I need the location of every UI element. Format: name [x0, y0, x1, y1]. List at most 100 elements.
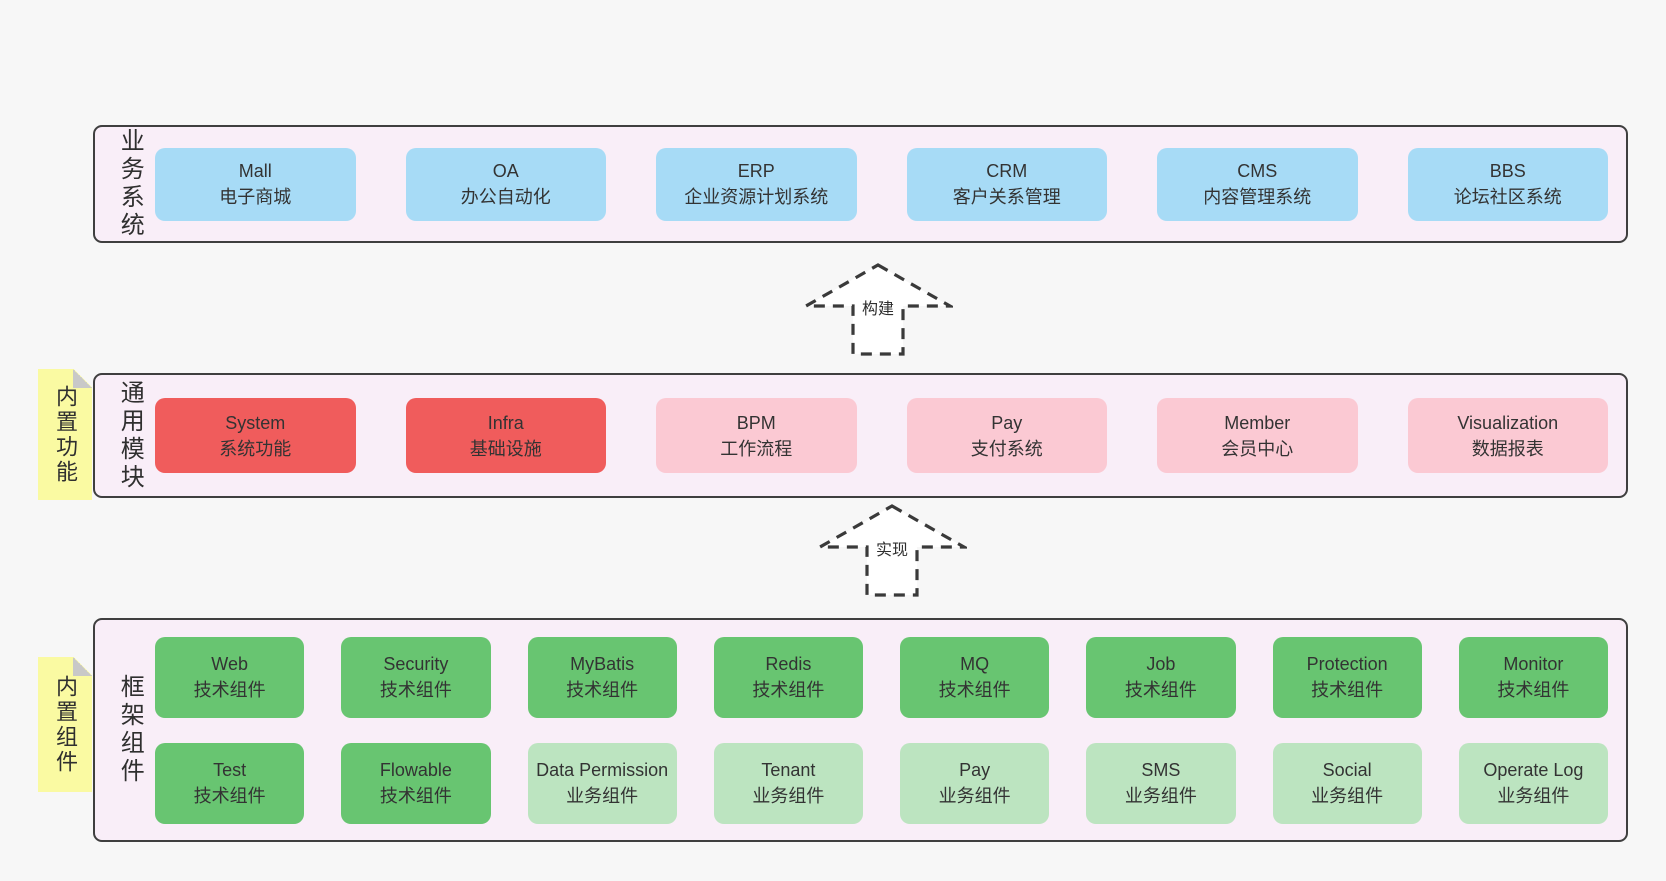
box-subtitle: 会员中心 [1221, 438, 1294, 459]
box-subtitle: 内容管理系统 [1203, 187, 1312, 207]
box-subtitle: 技术组件 [938, 680, 1011, 700]
box-title: Operate Log [1483, 760, 1584, 780]
box-monitor: Monitor 技术组件 [1458, 636, 1608, 718]
fold-corner-icon [73, 369, 92, 388]
box-bpm: BPM 工作流程 [656, 398, 857, 473]
box-title: Test [213, 760, 247, 780]
box-member: Member 会员中心 [1157, 398, 1358, 473]
box-tenant: Tenant 业务组件 [713, 742, 863, 824]
box-title: Web [211, 654, 248, 674]
box-subtitle: 业务组件 [752, 786, 825, 806]
box-subtitle: 业务组件 [1124, 786, 1197, 806]
box-operate-log: Operate Log 业务组件 [1458, 742, 1608, 824]
box-title: ERP [737, 161, 775, 181]
sticky-note-builtin-components: 内置组件 [38, 657, 92, 792]
up-block-arrow-icon [803, 263, 953, 356]
box-subtitle: 业务组件 [1311, 786, 1384, 806]
box-security: Security 技术组件 [341, 636, 491, 718]
box-subtitle: 技术组件 [379, 680, 452, 700]
box-pay-biz: Pay 业务组件 [900, 742, 1050, 824]
box-pay: Pay 支付系统 [906, 398, 1107, 473]
box-title: MyBatis [570, 654, 635, 674]
box-title: CMS [1237, 161, 1278, 181]
box-subtitle: 技术组件 [1497, 680, 1570, 700]
modules-box-grid: System 系统功能 Infra 基础设施 BPM 工作流程 Pay 支付系统… [155, 398, 1608, 473]
box-subtitle: 电子商城 [219, 187, 292, 207]
box-crm: CRM 客户关系管理 [906, 147, 1107, 221]
box-title: Flowable [379, 760, 452, 780]
sticky-note-label: 内置组件 [53, 674, 78, 775]
box-data-permission: Data Permission 业务组件 [527, 742, 677, 824]
box-subtitle: 企业资源计划系统 [684, 187, 829, 207]
box-title: Data Permission [536, 760, 669, 780]
box-redis: Redis 技术组件 [713, 636, 863, 718]
components-box-grid: Web 技术组件 Security 技术组件 MyBatis 技术组件 Redi… [155, 636, 1608, 824]
box-subtitle: 支付系统 [970, 438, 1043, 459]
box-title: System [225, 412, 286, 433]
box-title: Security [383, 654, 449, 674]
box-title: Redis [765, 654, 812, 674]
sticky-note-label: 内置功能 [53, 384, 78, 485]
box-subtitle: 基础设施 [469, 438, 542, 459]
box-subtitle: 技术组件 [193, 680, 266, 700]
box-mall: Mall 电子商城 [155, 147, 356, 221]
box-subtitle: 业务组件 [566, 786, 639, 806]
box-subtitle: 技术组件 [1124, 680, 1197, 700]
box-visualization: Visualization 数据报表 [1407, 398, 1608, 473]
box-social: Social 业务组件 [1272, 742, 1422, 824]
box-oa: OA 办公自动化 [405, 147, 606, 221]
box-bbs: BBS 论坛社区系统 [1407, 147, 1608, 221]
box-infra: Infra 基础设施 [405, 398, 606, 473]
sticky-note-builtin-features: 内置功能 [38, 369, 92, 500]
box-title: Visualization [1457, 412, 1559, 433]
layer-label: 业务系统 [116, 128, 144, 240]
box-subtitle: 技术组件 [1311, 680, 1384, 700]
box-protection: Protection 技术组件 [1272, 636, 1422, 718]
layer-framework-components: 框架组件 Web 技术组件 Security 技术组件 MyBatis 技术组件… [93, 618, 1628, 842]
box-subtitle: 技术组件 [566, 680, 639, 700]
box-title: Protection [1306, 654, 1388, 674]
box-sms: SMS 业务组件 [1086, 742, 1236, 824]
implement-arrow-icon: 实现 [817, 503, 967, 598]
build-arrow-label: 构建 [861, 301, 894, 318]
box-mybatis: MyBatis 技术组件 [527, 636, 677, 718]
box-subtitle: 客户关系管理 [952, 187, 1061, 207]
box-subtitle: 论坛社区系统 [1453, 187, 1562, 207]
layer-label: 通用模块 [116, 379, 144, 492]
box-job: Job 技术组件 [1086, 636, 1236, 718]
box-subtitle: 技术组件 [193, 786, 266, 806]
box-title: OA [492, 161, 519, 181]
box-title: Infra [487, 412, 524, 433]
box-title: Member [1224, 412, 1291, 433]
box-test: Test 技术组件 [155, 742, 305, 824]
box-title: Social [1322, 760, 1372, 780]
box-cms: CMS 内容管理系统 [1157, 147, 1358, 221]
box-title: Tenant [761, 760, 816, 780]
box-subtitle: 工作流程 [720, 438, 793, 459]
fold-corner-icon [73, 657, 92, 676]
box-title: SMS [1141, 760, 1181, 780]
business-box-grid: Mall 电子商城 OA 办公自动化 ERP 企业资源计划系统 CRM 客户关系… [155, 147, 1608, 221]
box-subtitle: 业务组件 [938, 786, 1011, 806]
box-mq: MQ 技术组件 [900, 636, 1050, 718]
layer-label: 框架组件 [116, 674, 144, 786]
box-title: Job [1146, 654, 1176, 674]
layer-common-modules: 通用模块 System 系统功能 Infra 基础设施 BPM 工作流程 Pay… [93, 373, 1628, 498]
box-subtitle: 技术组件 [379, 786, 452, 806]
box-title: CRM [986, 161, 1028, 181]
box-flowable: Flowable 技术组件 [341, 742, 491, 824]
box-subtitle: 系统功能 [219, 438, 292, 459]
build-arrow-icon: 构建 [803, 262, 953, 357]
box-title: BPM [736, 412, 776, 433]
box-subtitle: 数据报表 [1471, 438, 1544, 459]
up-block-arrow-icon [817, 504, 967, 597]
layer-business-systems: 业务系统 Mall 电子商城 OA 办公自动化 ERP 企业资源计划系统 CRM… [93, 125, 1628, 243]
box-title: Mall [238, 161, 272, 181]
box-title: Pay [959, 760, 991, 780]
box-title: BBS [1489, 161, 1526, 181]
box-erp: ERP 企业资源计划系统 [656, 147, 857, 221]
box-subtitle: 技术组件 [752, 680, 825, 700]
box-title: MQ [960, 654, 990, 674]
box-title: Monitor [1503, 654, 1564, 674]
